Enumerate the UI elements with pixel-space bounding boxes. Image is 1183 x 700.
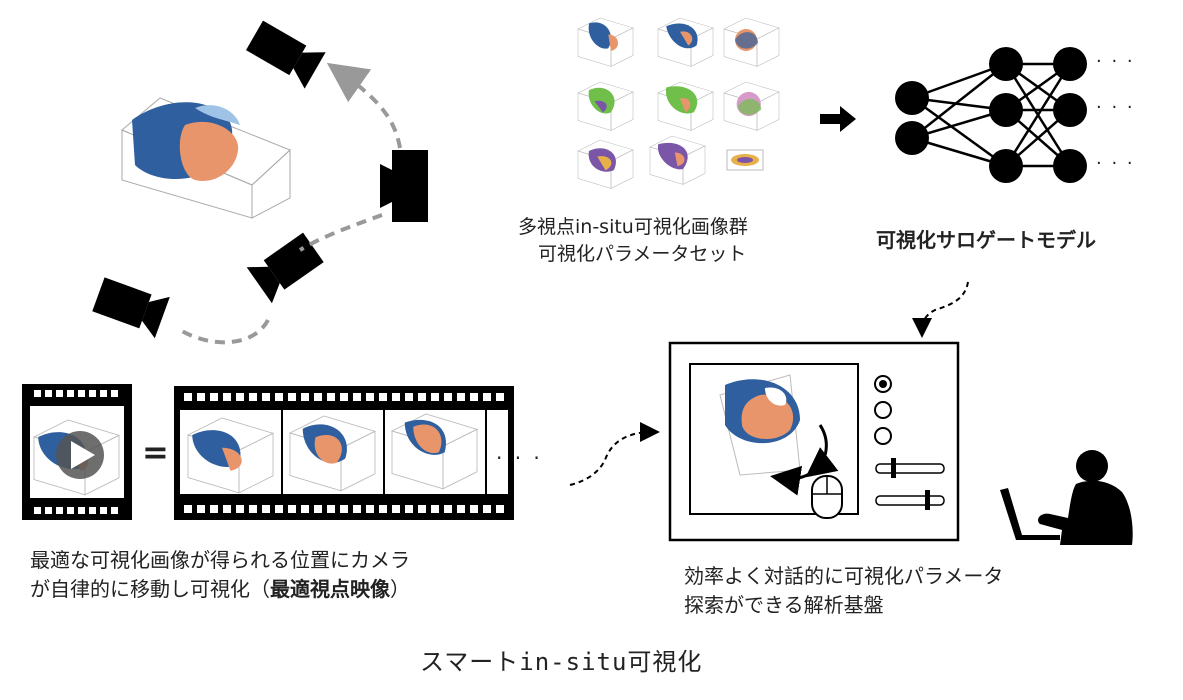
movie-camera-icon: [245, 20, 326, 89]
left-description-suffix: ）: [390, 577, 410, 601]
left-description-prefix: が自律的に移動し可視化（: [30, 577, 270, 601]
movie-camera-icon: [92, 277, 170, 339]
viz-thumbnail: [726, 149, 764, 171]
surrogate-model-label: 可視化サロゲートモデル: [876, 228, 1096, 252]
multiview-image-grid: [577, 17, 780, 189]
model-to-gui-dashed-arrow: [912, 281, 969, 338]
film-to-gui-dashed-arrow: [569, 422, 660, 486]
right-description-line2: 探索ができる解析基盤: [684, 593, 884, 617]
main-3d-visualization: [121, 97, 291, 219]
figure-caption: スマートin-situ可視化: [420, 648, 703, 676]
film-strip: [174, 386, 514, 520]
gui-visualization-view: [719, 374, 839, 496]
radio-button[interactable]: [874, 401, 892, 419]
optimal-view-video-label: 最適視点映像: [270, 577, 390, 601]
slider[interactable]: [875, 490, 945, 510]
play-icon: [56, 431, 104, 479]
radio-button-selected[interactable]: [874, 375, 892, 393]
movie-camera-icon: [246, 232, 324, 304]
camera-path-dashed: [298, 213, 383, 252]
equals-sign: =: [142, 433, 169, 471]
person-at-laptop-icon: [1000, 450, 1133, 545]
nn-ellipsis: · · ·: [1096, 97, 1135, 118]
radio-button[interactable]: [874, 427, 892, 445]
left-description-line2: が自律的に移動し可視化（最適視点映像）: [30, 577, 410, 602]
multiview-images-label: 多視点in-situ可視化画像群: [518, 216, 748, 238]
camera-path-dashed: [179, 318, 270, 345]
mouse-icon: [811, 475, 843, 519]
right-description-line1: 効率よく対話的に可視化パラメータ: [684, 564, 1004, 588]
camera-path-dashed-arrow: [326, 62, 402, 149]
left-description-line1: 最適な可視化画像が得られる位置にカメラ: [30, 548, 410, 572]
slider[interactable]: [875, 458, 945, 478]
arrow-right-icon: [820, 106, 856, 132]
movie-camera-icon: [380, 150, 428, 222]
nn-ellipsis: · · ·: [1096, 51, 1135, 72]
nn-ellipsis: · · ·: [1096, 153, 1135, 174]
neural-network-nodes: [895, 47, 1087, 183]
film-ellipsis: · · ·: [496, 446, 543, 470]
parameter-set-label: 可視化パラメータセット: [538, 243, 747, 265]
